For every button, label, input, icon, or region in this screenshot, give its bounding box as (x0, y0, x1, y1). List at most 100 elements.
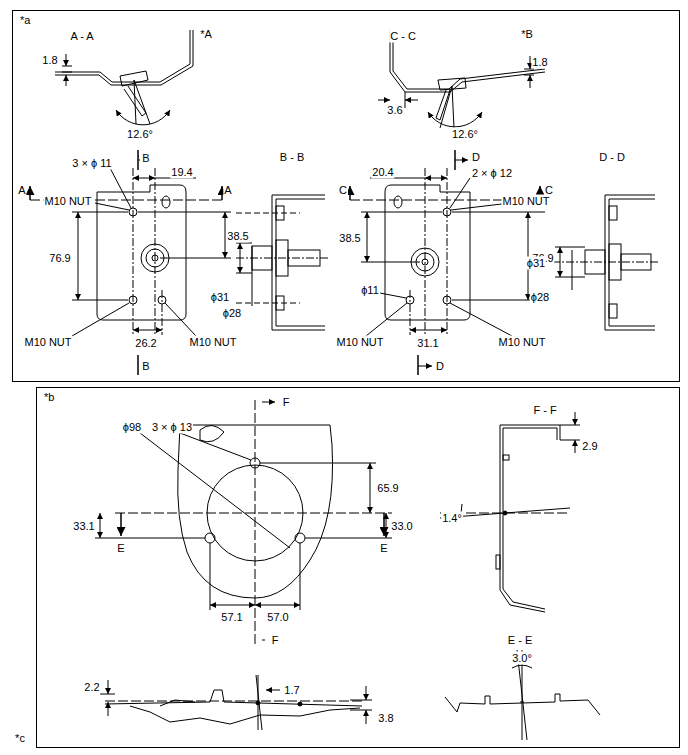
section-c-c-stroke (524, 69, 534, 70)
side-view-c-stroke (266, 690, 280, 691)
bracket-b-view-stroke (255, 400, 256, 645)
left-bracket-view-stroke (165, 303, 196, 336)
section-f-f-stroke (496, 555, 500, 569)
bracket-b-view-stroke (120, 513, 122, 536)
dimension-label: 20.4 (371, 166, 394, 179)
section-f-f-stroke (575, 440, 576, 453)
section-title: E - E (507, 634, 533, 647)
dimension-label: 1.8 (531, 56, 548, 69)
bracket-b-view-stroke (255, 605, 300, 606)
dimension-label: 33.1 (72, 520, 95, 533)
section-a-a-stroke (55, 30, 193, 85)
left-bracket-view-stroke (133, 178, 155, 179)
dimension-label: 2.9 (581, 440, 598, 453)
dimension-label: 12.6° (126, 128, 154, 141)
bracket-b-view (95, 400, 392, 645)
right-bracket-view-stroke (380, 293, 406, 298)
section-f-f-stroke (560, 425, 580, 426)
left-bracket-view-stroke (138, 156, 139, 157)
callout-tag: *A (199, 28, 213, 41)
section-b-b-stroke (272, 195, 325, 330)
section-a-a-stroke (62, 72, 72, 73)
section-title: B - B (279, 151, 305, 164)
section-marker: F (271, 634, 280, 647)
left-bracket-view-stroke (138, 212, 231, 213)
dimension-label: 57.1 (220, 611, 243, 624)
left-bracket-view-stroke (133, 330, 162, 331)
bracket-b-view-stroke (210, 543, 211, 610)
side-view-c-stroke (108, 680, 109, 694)
section-b-b-stroke (240, 243, 241, 273)
right-bracket-view-stroke (349, 186, 351, 200)
dimension-label: 2 × ϕ 12 (471, 167, 513, 180)
left-bracket-view-stroke (72, 303, 129, 336)
section-marker: F (282, 396, 291, 409)
section-d-d-stroke (609, 304, 617, 318)
part-label: M10 NUT (497, 336, 546, 349)
part-label: M10 NUT (335, 336, 384, 349)
side-view-c-stroke (258, 675, 259, 730)
dimension-label: 1.7 (283, 684, 300, 697)
section-marker: A (17, 184, 26, 197)
side-view-c-stroke (350, 710, 372, 711)
section-c-c-stroke (405, 100, 418, 101)
dimension-label: 26.2 (134, 337, 157, 350)
bracket-b-view-stroke (383, 513, 385, 536)
dimension-label: ϕ11 (360, 284, 380, 297)
dimension-label: 3.8 (377, 712, 394, 725)
left-bracket-view-stroke (138, 160, 140, 161)
section-c-c-stroke (530, 75, 531, 88)
bracket-b-view-stroke (95, 538, 205, 539)
section-e-e-stroke (520, 702, 524, 703)
section-title: F - F (532, 404, 557, 417)
section-title: C - C (389, 30, 417, 43)
section-f-f-stroke (500, 425, 560, 612)
part-label: M10 NUT (23, 336, 72, 349)
callout-tag: *c (14, 732, 26, 745)
left-bracket-view-stroke (160, 258, 231, 259)
dimension-label: 3.0° (511, 652, 533, 665)
dimension-label: 3.6 (386, 104, 403, 117)
bracket-b-view-stroke (305, 538, 392, 539)
section-a-a-stroke (134, 80, 136, 124)
section-e-e-stroke (512, 665, 532, 668)
bracket-b-view-stroke (205, 533, 215, 543)
side-view-c-stroke (105, 690, 362, 706)
left-bracket-view-stroke (29, 186, 31, 200)
right-bracket-view-stroke (455, 160, 468, 161)
right-bracket-view-stroke (425, 178, 447, 179)
part-label: M10 NUT (43, 195, 92, 208)
section-d-d-stroke (552, 262, 660, 263)
left-bracket-view-stroke (133, 168, 134, 335)
section-f-f (440, 412, 580, 612)
section-marker: D (435, 360, 445, 373)
section-a-a-stroke (66, 54, 67, 66)
section-f-f-stroke (503, 455, 509, 460)
side-view-c (100, 675, 372, 730)
section-d-d (552, 195, 660, 330)
dimension-label: 12.6° (451, 128, 479, 141)
section-marker: D (471, 151, 481, 164)
section-b-b-stroke (236, 273, 252, 274)
section-marker: E (379, 542, 388, 555)
dimension-label: 38.5 (226, 230, 249, 243)
dimension-label: 1.8 (41, 54, 58, 67)
right-bracket-view-stroke (410, 290, 411, 335)
side-view-c-stroke (366, 710, 367, 724)
right-bracket-view-stroke (418, 366, 432, 367)
side-view-c-stroke (256, 675, 262, 730)
section-b-b-stroke (236, 258, 330, 259)
left-bracket-view-stroke (72, 212, 128, 213)
dimension-label: 19.4 (170, 166, 193, 179)
section-a-a-stroke (55, 30, 190, 82)
section-b-b-stroke (236, 303, 300, 304)
section-title: D - D (598, 151, 626, 164)
section-c-c-stroke (378, 100, 390, 101)
right-bracket-view-stroke (367, 212, 368, 262)
section-d-d-stroke (560, 247, 561, 277)
left-bracket-view-stroke (137, 355, 139, 375)
section-b-b (236, 195, 330, 330)
section-b-b-stroke (236, 213, 300, 214)
